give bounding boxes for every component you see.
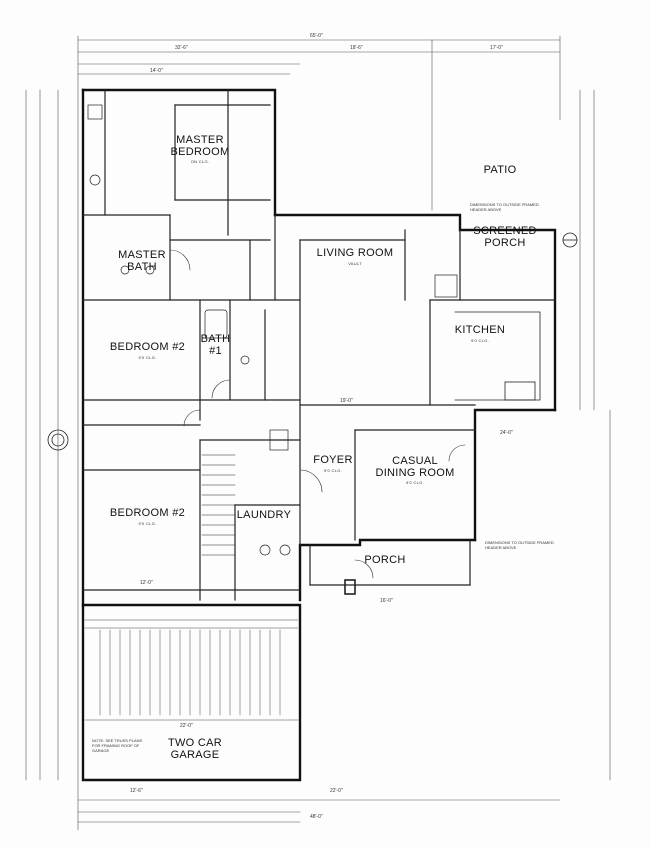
- dim-bottom-overall: 48'-0": [310, 814, 323, 820]
- garage-truss-lines: [84, 619, 299, 721]
- exterior-walls: [81, 88, 557, 782]
- bath-1-line1: BATH: [200, 333, 231, 345]
- bedroom-2-lower-name: BEDROOM #2: [109, 507, 186, 519]
- bedroom-2-lower-ceiling: 9'0 CLG.: [138, 520, 157, 526]
- casual-dining-ceiling: 9'0 CLG.: [405, 480, 425, 486]
- bedroom-2-upper-name: BEDROOM #2: [109, 341, 186, 353]
- dim-lower-bed: 12'-0": [140, 580, 153, 586]
- kitchen-name: KITCHEN: [454, 324, 506, 336]
- casual-dining-line2: DINING ROOM: [375, 466, 455, 479]
- porch-note: DIMENSIONS TO OUTSIDE FRAMED HEADER ABOV…: [485, 540, 554, 550]
- dim-bottom-mid: 22'-0": [330, 788, 343, 794]
- patio-note: DIMENSIONS TO OUTSIDE FRAMED HEADER ABOV…: [470, 202, 539, 212]
- dim-top-left: 32'-6": [175, 45, 188, 51]
- living-room-name: LIVING ROOM: [316, 247, 394, 259]
- room-screened-porch: SCREENED PORCH: [465, 225, 545, 249]
- room-kitchen: KITCHEN 9'0 CLG.: [440, 324, 520, 343]
- dim-garage-width: 22'-0": [180, 723, 193, 729]
- master-bedroom-line1: MASTER: [176, 134, 224, 146]
- fixtures: [87, 104, 458, 556]
- living-room-ceiling: VAULT: [348, 260, 362, 266]
- foyer-ceiling: 9'0 CLG.: [323, 467, 343, 473]
- dim-bed-width: 14'-0": [150, 68, 163, 74]
- screened-porch-line1: SCREENED: [473, 225, 537, 237]
- dim-kitchen-right: 24'-0": [500, 430, 513, 436]
- dimension-lines: [25, 35, 611, 831]
- room-living-room: LIVING ROOM VAULT: [300, 247, 410, 266]
- dim-porch: 16'-0": [380, 598, 393, 604]
- dim-top-right: 17'-0": [490, 45, 503, 51]
- room-laundry: LAUNDRY: [232, 509, 296, 522]
- dim-living-bottom: 19'-0": [340, 398, 353, 404]
- patio-name: PATIO: [483, 164, 517, 176]
- room-casual-dining: CASUAL DINING ROOM 9'0 CLG.: [370, 455, 460, 486]
- room-porch: PORCH: [355, 554, 415, 567]
- master-bedroom-line2: BEDROOM: [170, 145, 230, 158]
- room-bedroom-2-lower: BEDROOM #2 9'0 CLG.: [100, 507, 195, 526]
- room-bath-1: BATH #1: [198, 333, 233, 357]
- bath-1-line2: #1: [209, 344, 222, 357]
- room-garage: TWO CAR GARAGE: [150, 737, 240, 761]
- room-foyer: FOYER 9'0 CLG.: [308, 454, 358, 473]
- garage-note: NOTE: SEE TRUSS PLANS FOR FRAMING ROOF O…: [92, 738, 143, 753]
- bedroom-2-upper-ceiling: 9'0 CLG.: [138, 354, 157, 360]
- room-bedroom-2-upper: BEDROOM #2 9'0 CLG.: [100, 341, 195, 360]
- master-bedroom-ceiling: ON CLG.: [190, 159, 210, 165]
- room-master-bedroom: MASTER BEDROOM ON CLG.: [160, 134, 240, 165]
- dim-top-mid: 18'-6": [350, 45, 363, 51]
- laundry-name: LAUNDRY: [236, 509, 292, 521]
- room-master-bath: MASTER BATH: [112, 249, 172, 273]
- kitchen-ceiling: 9'0 CLG.: [470, 337, 490, 343]
- door-swings: [169, 249, 466, 579]
- master-bath-line2: BATH: [127, 260, 157, 273]
- section-marker-icon: [47, 232, 578, 451]
- porch-name: PORCH: [364, 554, 406, 566]
- garage-line2: GARAGE: [170, 748, 220, 761]
- dim-overall-top: 65'-0": [310, 33, 323, 39]
- garage-line1: TWO CAR: [167, 737, 223, 749]
- master-bath-line1: MASTER: [118, 249, 166, 261]
- foyer-name: FOYER: [313, 454, 353, 466]
- casual-dining-line1: CASUAL: [392, 455, 438, 467]
- dim-bottom-left: 12'-6": [130, 788, 143, 794]
- interior-walls: [82, 89, 556, 601]
- room-patio: PATIO: [470, 164, 530, 177]
- screened-porch-line2: PORCH: [484, 236, 526, 249]
